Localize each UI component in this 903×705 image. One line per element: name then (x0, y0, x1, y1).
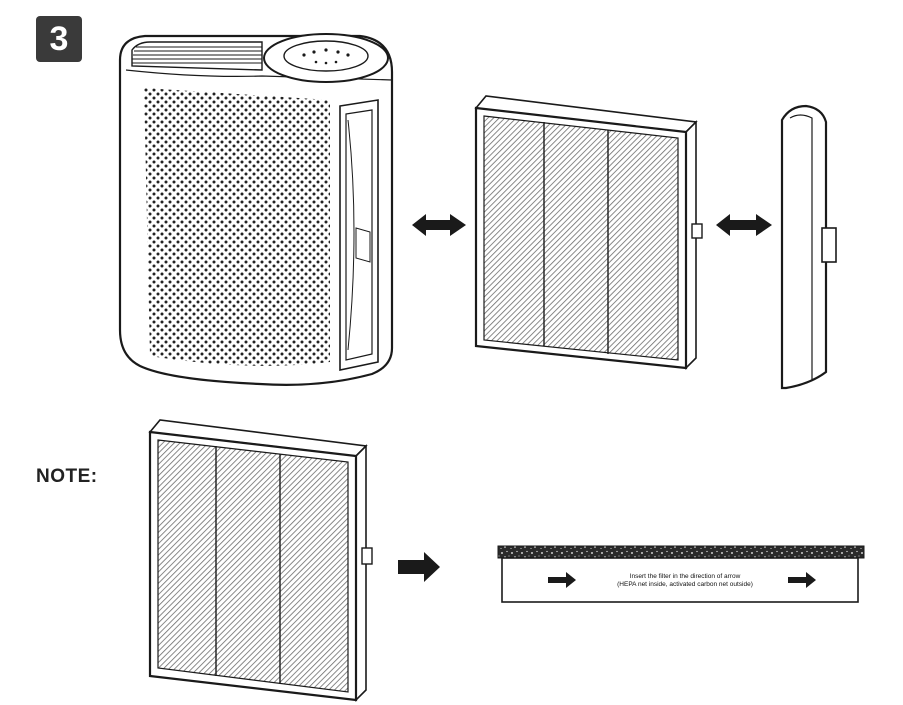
right-arrow-icon (398, 552, 440, 582)
double-arrow-icon (412, 214, 466, 236)
hepa-filter-note (148, 419, 373, 702)
right-arrow-icon (788, 572, 816, 588)
double-arrow-icon (716, 214, 772, 236)
right-arrow-icon (548, 572, 576, 588)
step-number-badge: 3 (36, 16, 82, 62)
hepa-filter-top (474, 95, 703, 370)
note-label: NOTE: (36, 466, 98, 487)
instruction-line-1: Insert the filter in the direction of ar… (629, 573, 741, 580)
filter-cross-section (497, 545, 865, 603)
carbon-filter-side-panel (780, 104, 837, 390)
air-purifier-illustration (118, 33, 394, 386)
instruction-line-2: (HEPA net inside, activated carbon net o… (617, 581, 753, 588)
